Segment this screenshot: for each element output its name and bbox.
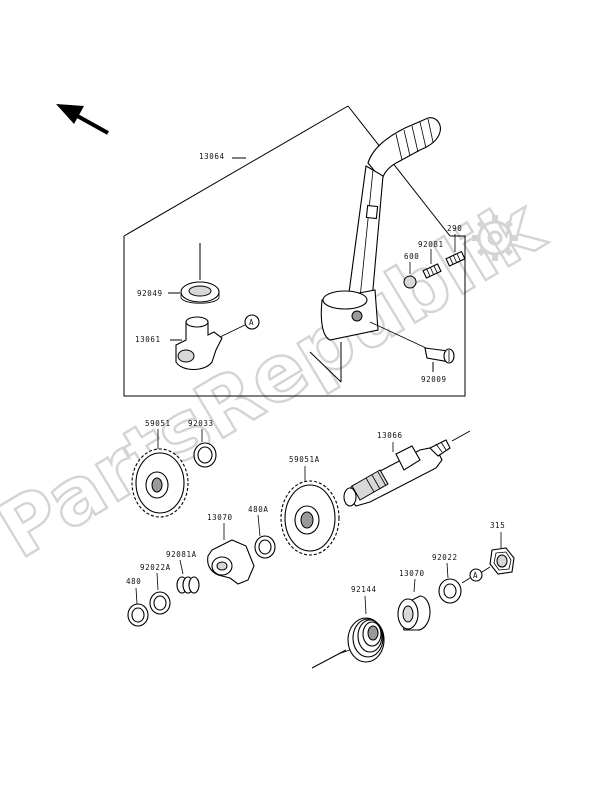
reference-a-icon-lower: A — [469, 568, 483, 582]
label-92033: 92033 — [188, 419, 214, 428]
ball-600 — [403, 275, 417, 289]
spring-92081 — [422, 263, 442, 279]
bolt-92009 — [424, 347, 455, 364]
label-92022a: 92022A — [140, 563, 171, 572]
leader-spring-axis — [311, 649, 347, 669]
ring-480a — [254, 535, 276, 559]
label-315: 315 — [490, 521, 505, 530]
label-92009: 92009 — [421, 375, 447, 384]
label-13070b: 13070 — [399, 569, 425, 578]
ring-480 — [127, 603, 149, 627]
guide-13070b — [397, 595, 431, 631]
kick-pedal-lever — [320, 117, 441, 341]
label-290: 290 — [447, 224, 462, 233]
gear-icon — [472, 215, 518, 261]
label-92081: 92081 — [418, 240, 444, 249]
leader-92009-axis — [369, 321, 427, 349]
leader-shaft-axis — [451, 430, 471, 442]
leader-92144 — [364, 595, 367, 615]
leader-callout-a-lower — [461, 577, 471, 584]
label-13064: 13064 — [199, 152, 225, 161]
kick-shaft-13066 — [343, 439, 451, 507]
nut-315 — [489, 547, 515, 575]
label-92081a: 92081A — [166, 550, 197, 559]
leader-92081a — [179, 559, 184, 575]
leader-480 — [135, 587, 138, 605]
label-13061: 13061 — [135, 335, 161, 344]
leader-13070b — [413, 578, 416, 593]
spring-92144 — [337, 617, 385, 663]
spring-92081a — [176, 576, 200, 594]
label-59051a: 59051A — [289, 455, 320, 464]
washer-92022a — [149, 591, 171, 615]
leader-92022a — [156, 572, 159, 591]
svg-text:A: A — [473, 571, 478, 580]
label-13070a: 13070 — [207, 513, 233, 522]
leader-480a — [257, 514, 261, 537]
reference-a-icon: A — [244, 314, 260, 330]
label-59051: 59051 — [145, 419, 171, 428]
svg-text:A: A — [249, 318, 254, 327]
label-92022: 92022 — [432, 553, 458, 562]
leader-lever-axis-b — [309, 351, 342, 383]
label-600: 600 — [404, 252, 419, 261]
ratchet-13070a — [207, 539, 255, 585]
leader-92022 — [446, 562, 449, 579]
label-480a: 480A — [248, 505, 268, 514]
watermark: PartsRepublik — [0, 180, 560, 578]
label-92144: 92144 — [351, 585, 377, 594]
gear-59051 — [131, 448, 189, 518]
arrow-icon — [56, 104, 109, 135]
leader-callout-a-to-nut — [481, 566, 491, 573]
oil-seal-92049 — [180, 281, 220, 304]
label-92049: 92049 — [137, 289, 163, 298]
assembly-frame — [123, 105, 466, 397]
ring-92033 — [193, 442, 217, 468]
gear-59051a — [280, 480, 340, 556]
label-480: 480 — [126, 577, 141, 586]
kick-holder-13061 — [175, 316, 223, 371]
washer-92022 — [438, 578, 462, 604]
leader-callout-a-upper — [219, 323, 248, 338]
pin-290 — [445, 250, 466, 267]
label-13066: 13066 — [377, 431, 403, 440]
